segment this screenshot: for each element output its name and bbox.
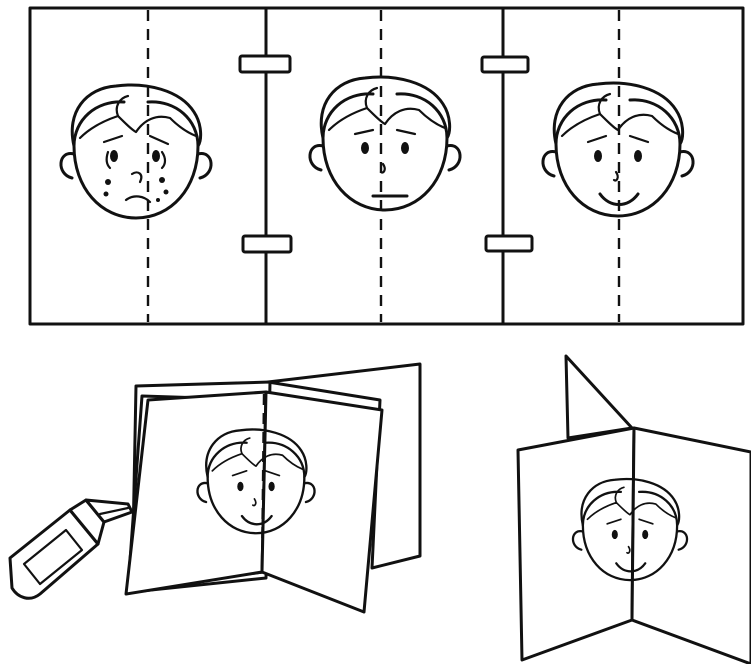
neutral-face [310, 77, 460, 210]
back-flap [566, 356, 632, 438]
flat-strip-panel [30, 8, 743, 324]
page-front-left [126, 392, 266, 594]
tape-strip-icon [240, 56, 532, 252]
paper-strip-outline [30, 8, 743, 324]
standing-booklet-panel [518, 356, 751, 664]
booklet-left-page [518, 428, 634, 660]
booklet-right-page [632, 428, 751, 664]
crying-face [61, 85, 211, 218]
glue-assembly-panel [10, 364, 420, 612]
page-front-right [262, 392, 382, 612]
glue-bottle-icon [10, 500, 132, 598]
